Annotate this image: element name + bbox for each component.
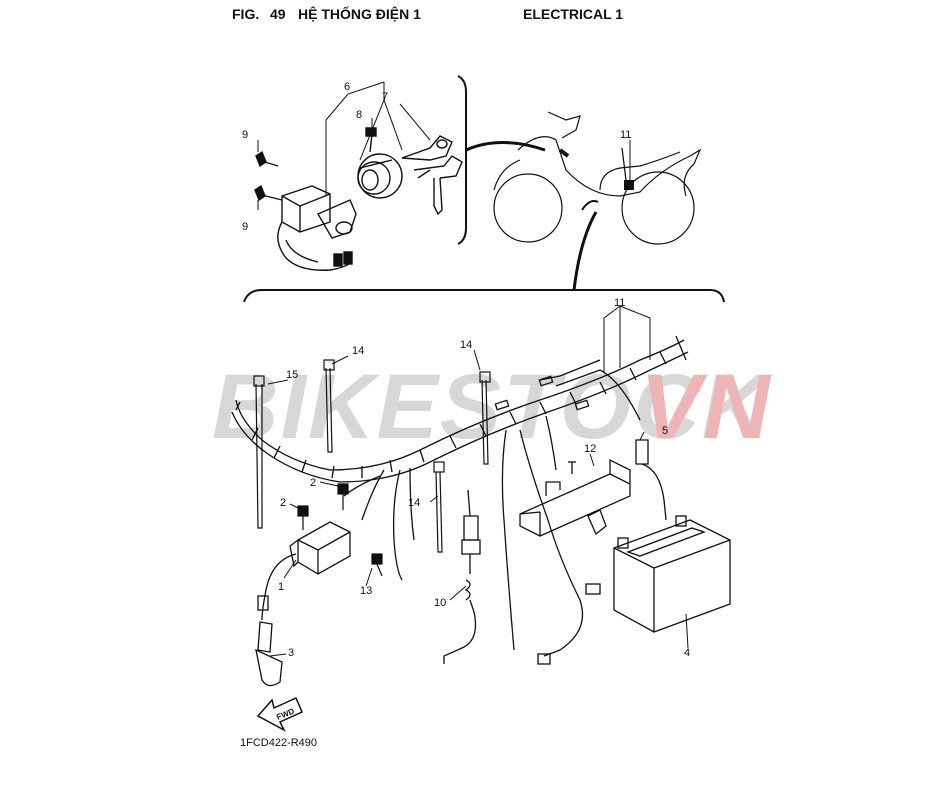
callout-13: 13 <box>360 585 372 597</box>
callout-14-middle: 14 <box>460 339 472 351</box>
callout-5: 5 <box>662 425 668 437</box>
callout-8: 8 <box>356 109 362 121</box>
callout-15: 15 <box>286 369 298 381</box>
ignition-coil <box>255 521 351 687</box>
callout-6: 6 <box>344 81 350 93</box>
callout-14-lower: 14 <box>408 497 420 509</box>
callout-1: 1 <box>278 581 284 593</box>
callout-leaders <box>257 81 689 657</box>
main-switch-assembly <box>254 127 463 271</box>
figure-title-vietnamese: HỆ THỐNG ĐIỆN 1 <box>298 6 421 22</box>
figure-label: FIG. <box>232 6 260 22</box>
callout-9-lower: 9 <box>242 221 248 233</box>
callout-14-left: 14 <box>352 345 364 357</box>
figure-number: 49 <box>270 6 286 22</box>
callout-10: 10 <box>434 597 446 609</box>
watermark-text-2: VN <box>640 356 772 458</box>
callout-3: 3 <box>288 647 294 659</box>
drawing-code: 1FCD422-R490 <box>240 737 317 749</box>
callout-12: 12 <box>584 443 596 455</box>
wire-harness <box>231 335 689 657</box>
forward-arrow: FWD <box>256 697 303 732</box>
cable-ties <box>253 359 491 553</box>
callout-11-bike: 11 <box>620 129 631 141</box>
callout-numbers: 6 7 8 9 9 11 11 14 14 14 15 5 12 2 2 1 1… <box>242 81 690 659</box>
rear-brake-switch <box>443 489 481 664</box>
group-bracket-top <box>457 75 467 245</box>
callout-9-upper: 9 <box>242 129 248 141</box>
callout-4: 4 <box>684 647 690 659</box>
callout-2-lower: 2 <box>280 497 286 509</box>
callout-2-upper: 2 <box>310 477 316 489</box>
watermark: BIKESTOCK VN <box>212 356 775 458</box>
leader-top-to-bike <box>465 141 546 152</box>
fuse-holder <box>635 439 667 521</box>
watermark-text-1: BIKESTOCK <box>212 356 775 458</box>
group-bracket-bottom <box>243 289 725 303</box>
battery <box>613 515 731 633</box>
leader-bike-to-bottom <box>572 211 598 291</box>
figure-title-english: ELECTRICAL 1 <box>523 6 624 22</box>
motorcycle-outline <box>493 111 702 245</box>
battery-bracket <box>519 458 631 665</box>
callout-11-harness: 11 <box>614 297 625 309</box>
bolts <box>297 483 383 577</box>
callout-7: 7 <box>382 91 388 103</box>
